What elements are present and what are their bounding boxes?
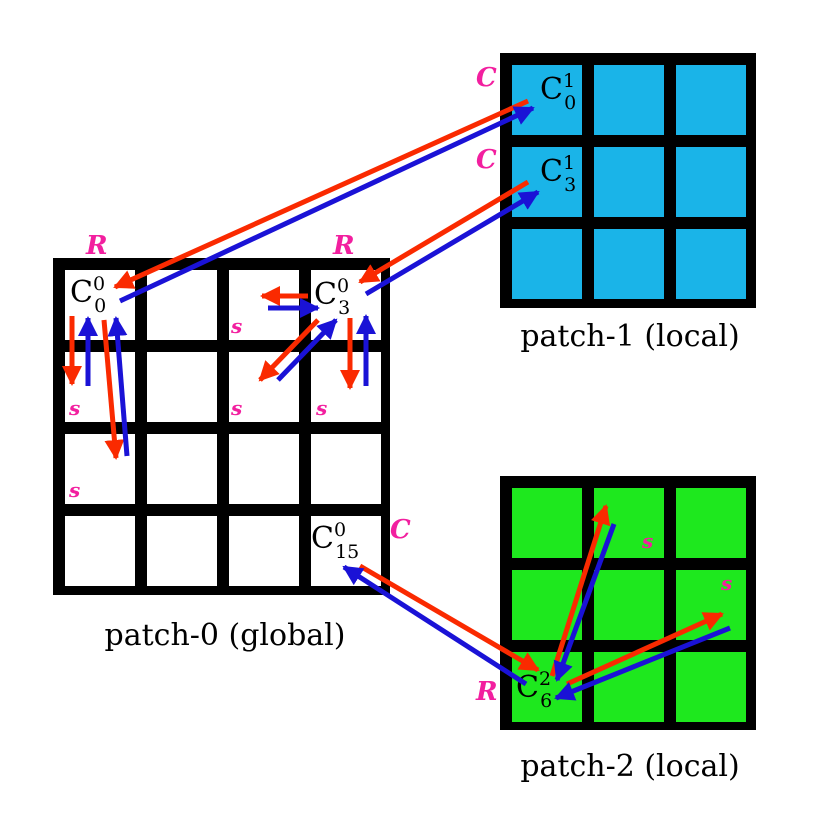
blue-arrow-c0-0-up-long (107, 316, 130, 457)
marker-s-2: s (68, 396, 80, 420)
patch-2-cell-3 (512, 570, 582, 640)
patch-2-cell-7 (594, 652, 664, 722)
blue-arrow-c0-3-up-right (276, 318, 338, 382)
patch-2-title: patch-2 (local) (520, 749, 739, 784)
marker-c-c1-0: C (476, 63, 497, 93)
marker-c-c1-3: C (476, 145, 497, 175)
patch-0-title: patch-0 (global) (105, 618, 346, 653)
arrows (62, 98, 731, 701)
patch-2-cell-4 (594, 570, 664, 640)
patch-0-cell-11 (311, 434, 381, 504)
marker-s-7: s (720, 571, 732, 595)
patch-2-cell-2 (676, 488, 746, 558)
patch-0-cell-13 (147, 516, 217, 586)
patch-1-cell-4 (594, 147, 664, 217)
patch-2-cell-8 (676, 652, 746, 722)
patch-1-cell-2 (676, 65, 746, 135)
marker-s-1: s (230, 314, 242, 338)
red-arrow-c2-6-up (549, 504, 611, 677)
red-arrow-c2-6-right (565, 611, 724, 687)
marker-s-6: s (641, 529, 653, 553)
red-arrow-c0-15-to-c2-6 (358, 563, 540, 673)
patch-0-cell-14 (229, 516, 299, 586)
patch-1-grid (500, 53, 756, 308)
blue-arrow-c2-6-to-c0-15 (342, 564, 528, 687)
patch-1-cell-1 (594, 65, 664, 135)
patch-2-cell-0 (512, 488, 582, 558)
blue-arrow-c0-0-to-c1-0 (118, 105, 535, 304)
marker-r-c0-0: R (85, 231, 108, 261)
red-arrow-c0-0-down-long (101, 319, 125, 460)
marker-r-c2-6: R (475, 677, 498, 707)
red-arrow-c0-3-down-left (258, 318, 320, 382)
patch-1-cell-5 (676, 147, 746, 217)
red-arrow-c1-0-to-c0-0 (113, 98, 530, 290)
patch-0-cell-12 (65, 516, 135, 586)
blue-arrow-c0-3-to-c1-3 (364, 189, 540, 297)
blue-arrow-c2-6-down (553, 523, 617, 682)
patch-1-cell-6 (512, 229, 582, 299)
marker-s-3: s (230, 396, 242, 420)
patch-0-cell-9 (147, 434, 217, 504)
marker-s-5: s (68, 478, 80, 502)
patch-0-cell-5 (147, 352, 217, 422)
marker-s-4: s (315, 396, 327, 420)
patch-1-title: patch-1 (local) (520, 319, 739, 354)
marker-c-c0-15: C (390, 515, 411, 545)
patch-1-cell-8 (676, 229, 746, 299)
patch-1-cell-7 (594, 229, 664, 299)
patch-0-cell-10 (229, 434, 299, 504)
red-arrow-c1-3-to-c0-3 (358, 179, 530, 285)
marker-r-c0-3: R (332, 231, 355, 261)
patch-0-cell-1 (147, 270, 217, 340)
blue-arrow-c2-6-left (554, 625, 731, 701)
